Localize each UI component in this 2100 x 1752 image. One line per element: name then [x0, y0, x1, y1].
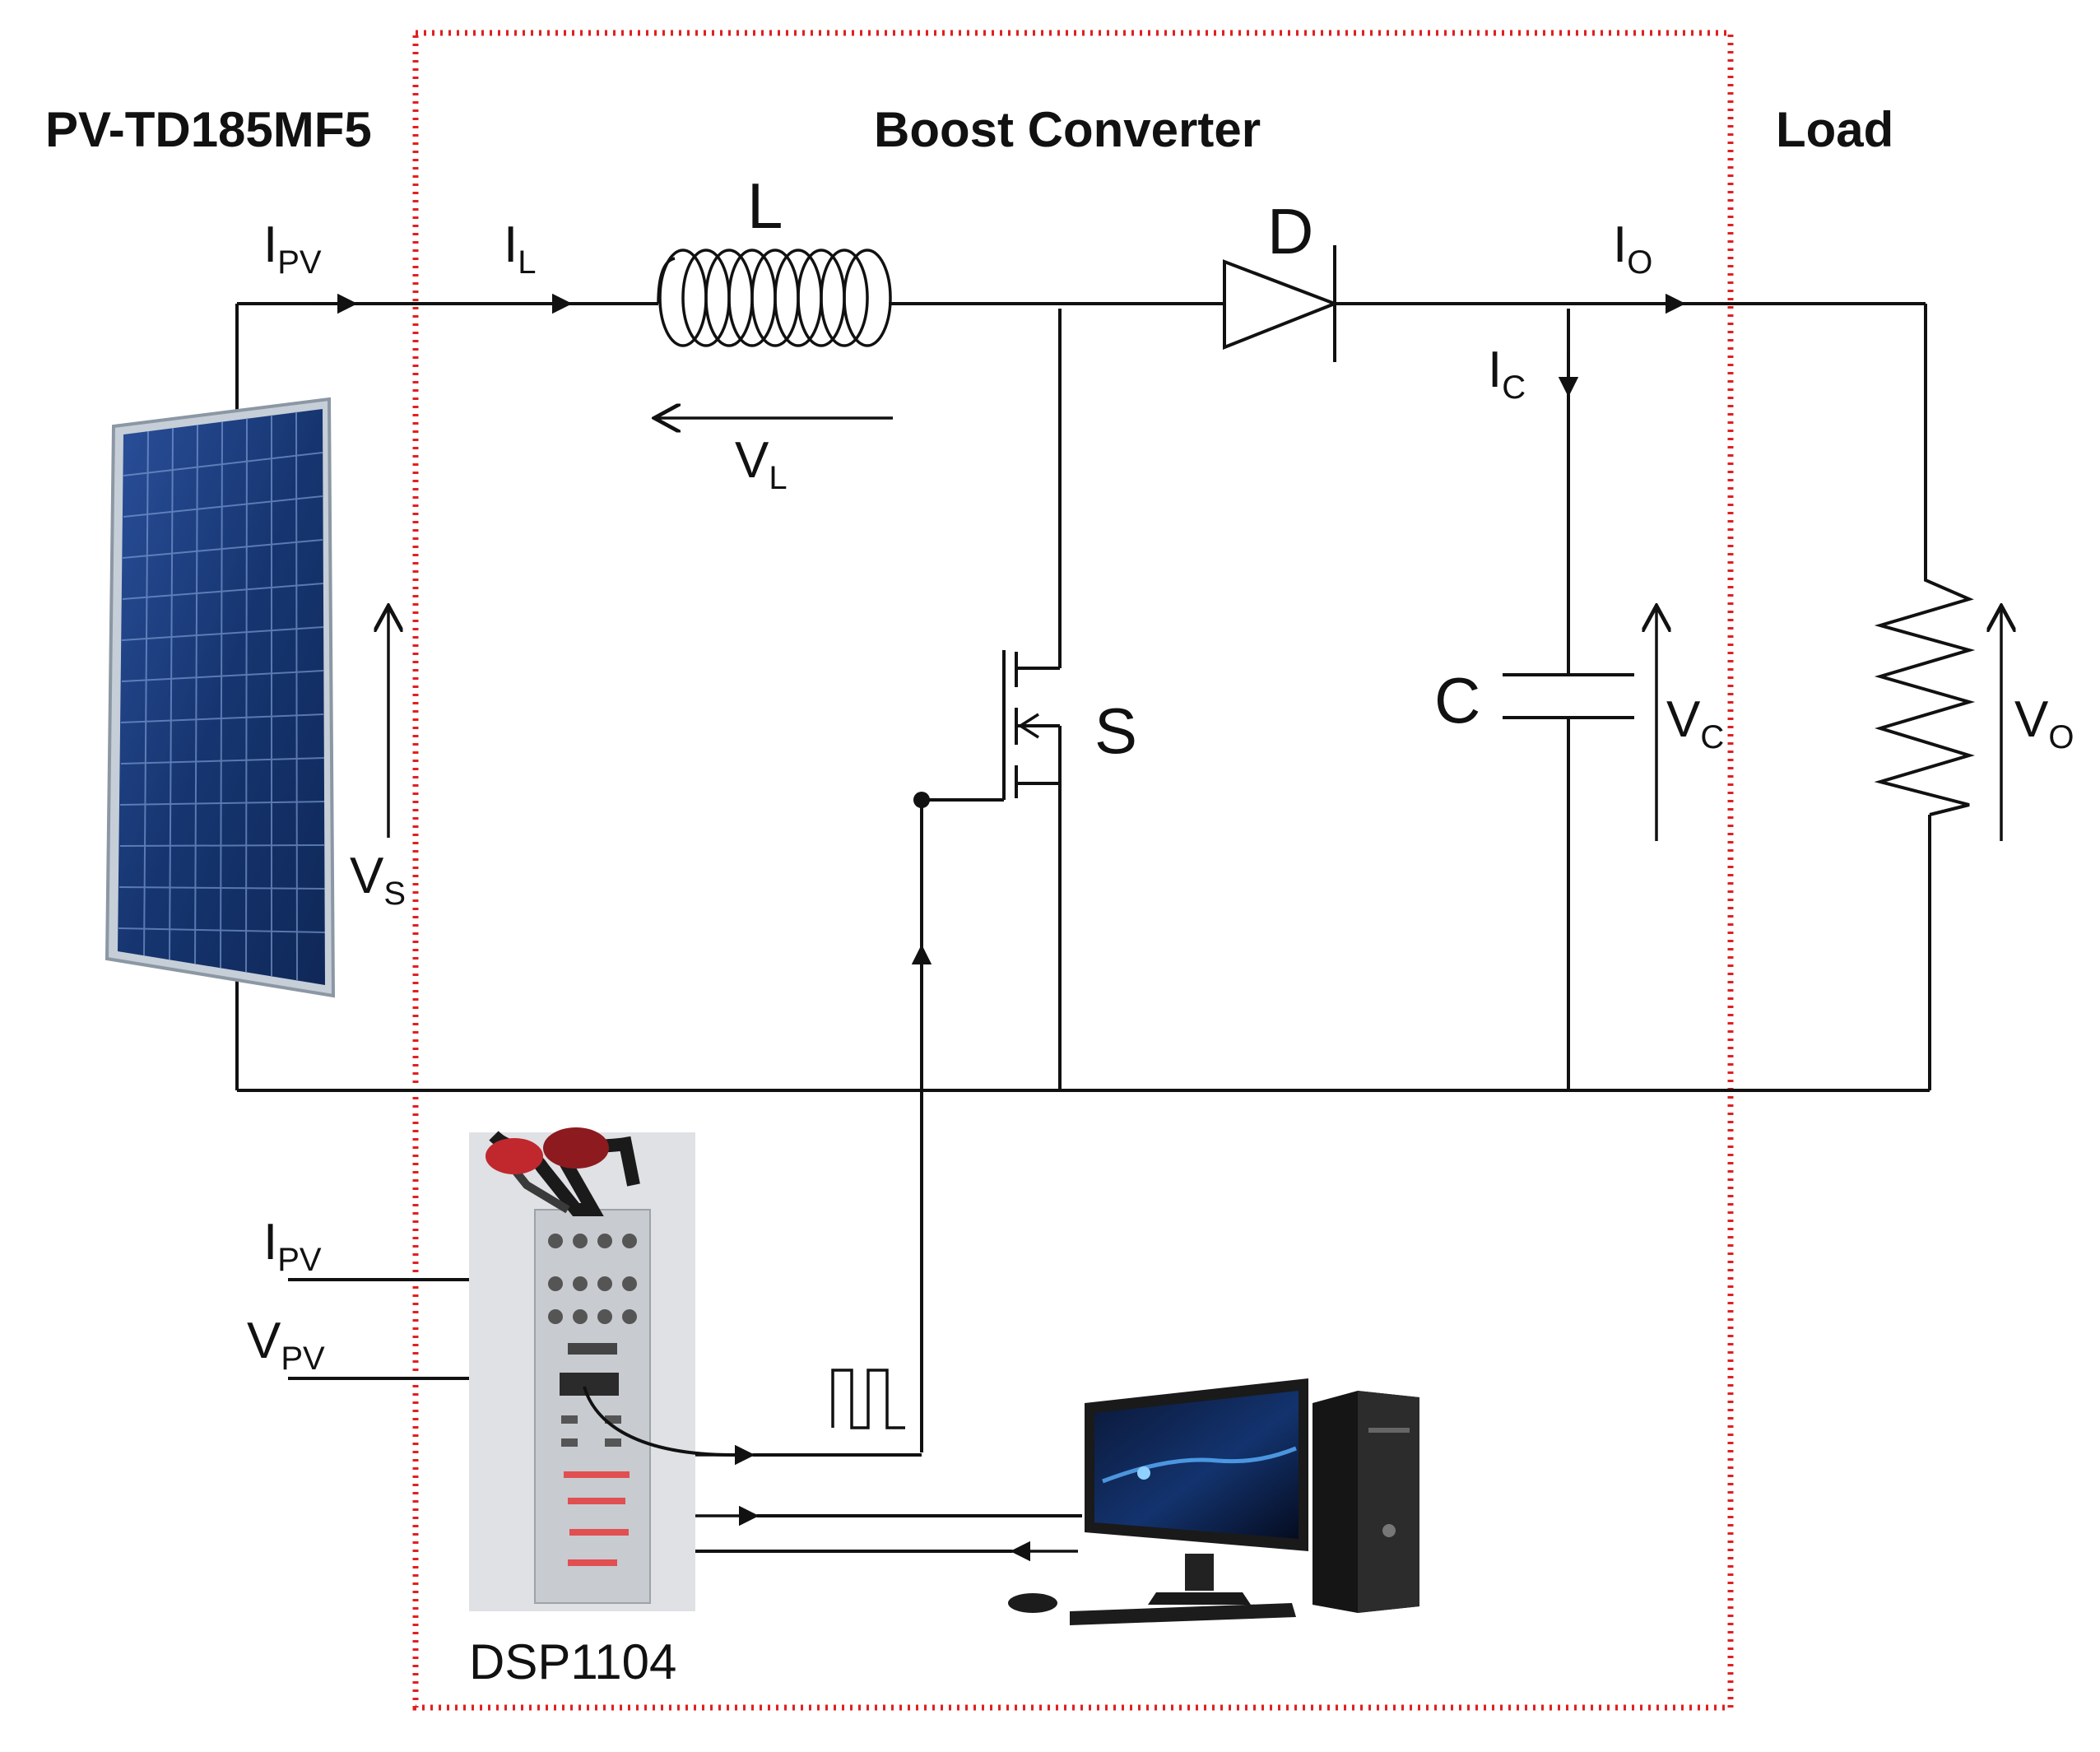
switch-label: S [1094, 695, 1137, 767]
pwm-pulse-icon [831, 1369, 905, 1429]
v-pv-input-label: VPV [247, 1313, 325, 1377]
v-l-label: VL [735, 432, 788, 496]
i-pv-input-label: IPV [263, 1214, 322, 1278]
dsp-label: DSP1104 [469, 1634, 676, 1689]
load-title: Load [1776, 102, 1893, 157]
i-o-label: IO [1613, 216, 1652, 281]
pv-module-title: PV-TD185MF5 [45, 102, 372, 157]
converter-boundary [412, 30, 1734, 1711]
dsp-io-wires [288, 1278, 1082, 1562]
inductor-label: L [747, 170, 783, 242]
v-o-label: VO [2014, 691, 2074, 755]
current-arrows [313, 293, 1686, 397]
mosfet-switch-icon [913, 650, 1062, 1452]
i-c-label: IC [1488, 342, 1526, 406]
desktop-computer-icon [1008, 1378, 1419, 1625]
i-pv-label: IPV [263, 216, 322, 281]
inductor-icon [630, 249, 913, 347]
capacitor-icon [1503, 673, 1634, 719]
boost-converter-title: Boost Converter [874, 102, 1261, 157]
resistor-icon [1874, 568, 1976, 816]
solar-panel-icon [105, 397, 336, 998]
diode-icon [1223, 245, 1340, 362]
v-s-label: VS [350, 848, 406, 912]
dsp-board-icon [469, 1127, 741, 1611]
v-c-label: VC [1666, 691, 1724, 755]
diode-label: D [1267, 195, 1313, 267]
capacitor-label: C [1434, 664, 1480, 737]
i-l-label: IL [504, 216, 536, 281]
